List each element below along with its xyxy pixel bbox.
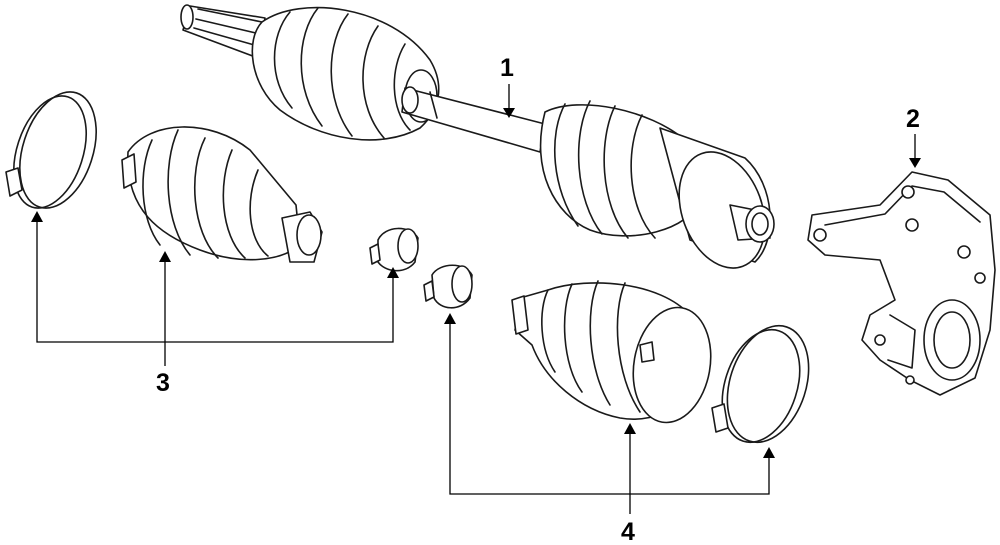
leader-1: [503, 84, 515, 118]
leader-4: [444, 313, 775, 514]
inner-boot-clamp-small[interactable]: [369, 227, 419, 272]
callout-4: 4: [621, 518, 635, 545]
knuckle-bracket[interactable]: [807, 171, 996, 396]
outer-boot-clamp-small[interactable]: [423, 264, 473, 309]
outer-boot-clamp-large[interactable]: [709, 315, 823, 453]
inner-boot[interactable]: [121, 126, 323, 263]
leader-2: [909, 134, 921, 168]
inner-boot-clamp-large[interactable]: [1, 82, 110, 218]
axle-shaft-assembly[interactable]: [180, 4, 780, 280]
callout-1: 1: [500, 54, 514, 82]
outer-boot[interactable]: [511, 280, 719, 429]
callout-3: 3: [156, 369, 170, 397]
callout-2: 2: [906, 105, 920, 133]
leader-3: [31, 211, 399, 366]
